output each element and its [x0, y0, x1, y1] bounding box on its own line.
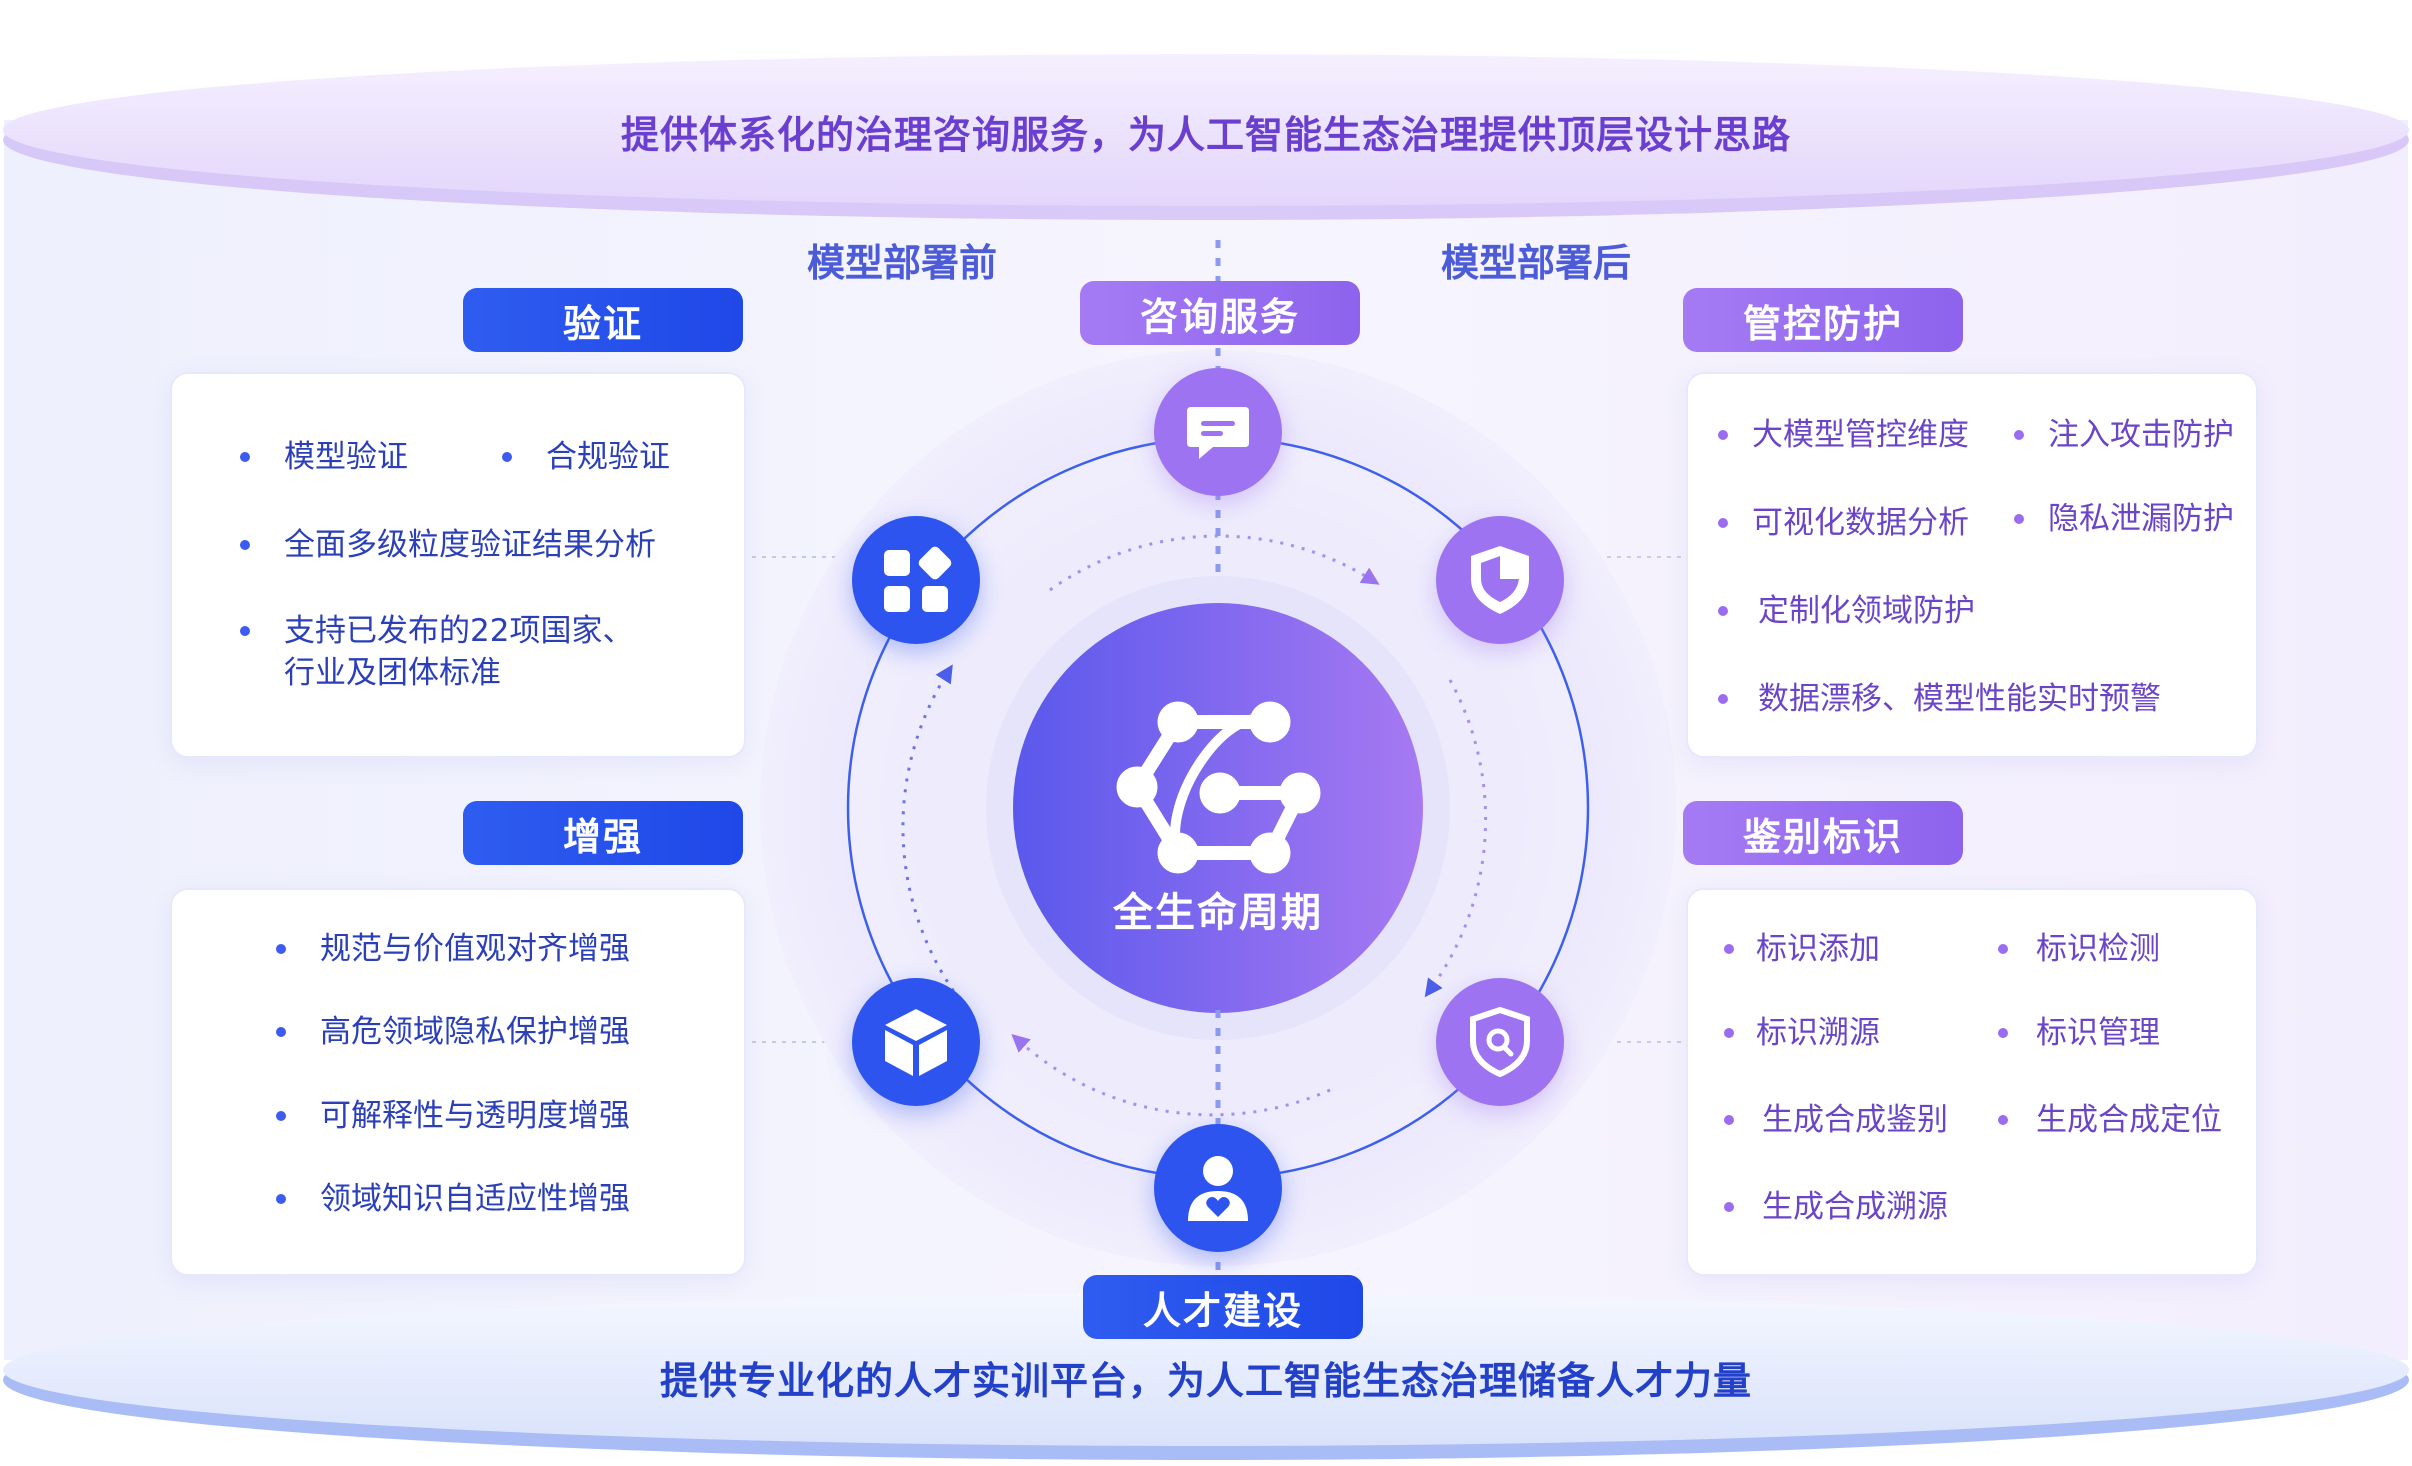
consult-node: [1154, 368, 1282, 496]
arc-arrow-right: [1424, 679, 1488, 998]
bullet-dot: [2014, 430, 2024, 440]
identify-title-pill: 鉴别标识: [1683, 801, 1963, 865]
consult-service-pill: 咨询服务: [1080, 281, 1360, 345]
enhance-title-pill: 增强: [463, 801, 743, 865]
network-hub-icon: [1116, 701, 1321, 874]
bullet-dot: [1718, 518, 1728, 528]
bullet-dot: [240, 452, 250, 462]
control-card: 大模型管控维度 注入攻击防护 可视化数据分析 隐私泄漏防护 定制化领域防护 数据…: [1686, 372, 2258, 758]
shield-icon: [1471, 546, 1529, 614]
bullet-dot: [276, 1194, 286, 1204]
enhance-node: [852, 978, 980, 1106]
bottom-banner-text: 提供专业化的人才实训平台，为人工智能生态治理储备人才力量: [659, 1359, 1752, 1403]
bullet-dot: [276, 1111, 286, 1121]
search-shield-icon: [1470, 1007, 1530, 1077]
control-node: [1436, 516, 1564, 644]
top-banner-text: 提供体系化的治理咨询服务，为人工智能生态治理提供顶层设计思路: [620, 113, 1791, 157]
verify-card: 模型验证 合规验证 全面多级粒度验证结果分析 支持已发布的22项国家、 行业及团…: [170, 372, 746, 758]
arc-arrow-left: [901, 664, 962, 1001]
bullet-dot: [240, 540, 250, 550]
bullet-dot: [502, 452, 512, 462]
apps-grid-icon: [884, 546, 952, 612]
arc-arrow-bottom: [1011, 1033, 1331, 1117]
bottom-disc: [3, 1294, 2409, 1446]
bullet-dot: [1724, 1115, 1734, 1125]
bullet-dot: [240, 626, 250, 636]
bullet-dot: [1998, 1028, 2008, 1038]
bullet-dot: [2014, 514, 2024, 524]
bullet-dot: [1718, 694, 1728, 704]
phase-after-label: 模型部署后: [1440, 241, 1631, 285]
center-label: 全生命周期: [1113, 890, 1323, 936]
enhance-card: 规范与价值观对齐增强 高危领域隐私保护增强 可解释性与透明度增强 领域知识自适应…: [170, 888, 746, 1276]
bullet-dot: [276, 1027, 286, 1037]
identify-node: [1436, 978, 1564, 1106]
top-disc: [3, 54, 2409, 206]
phase-before-label: 模型部署前: [806, 241, 997, 285]
bullet-dot: [1718, 606, 1728, 616]
control-title-pill: 管控防护: [1683, 288, 1963, 352]
chat-icon: [1187, 407, 1249, 459]
bullet-dot: [1998, 944, 2008, 954]
bullet-dot: [1724, 1028, 1734, 1038]
identify-card: 标识添加 标识检测 标识溯源 标识管理 生成合成鉴别 生成合成定位 生成合成溯源: [1686, 888, 2258, 1276]
bullet-dot: [276, 944, 286, 954]
bullet-dot: [1998, 1115, 2008, 1125]
bullet-dot: [1724, 1202, 1734, 1212]
user-heart-icon: [1188, 1156, 1248, 1221]
cube-icon: [885, 1009, 947, 1076]
verify-title-pill: 验证: [463, 288, 743, 352]
talent-node: [1154, 1124, 1282, 1252]
bullet-dot: [1718, 430, 1728, 440]
bullet-dot: [1724, 944, 1734, 954]
talent-build-pill: 人才建设: [1083, 1275, 1363, 1339]
verify-node: [852, 516, 980, 644]
